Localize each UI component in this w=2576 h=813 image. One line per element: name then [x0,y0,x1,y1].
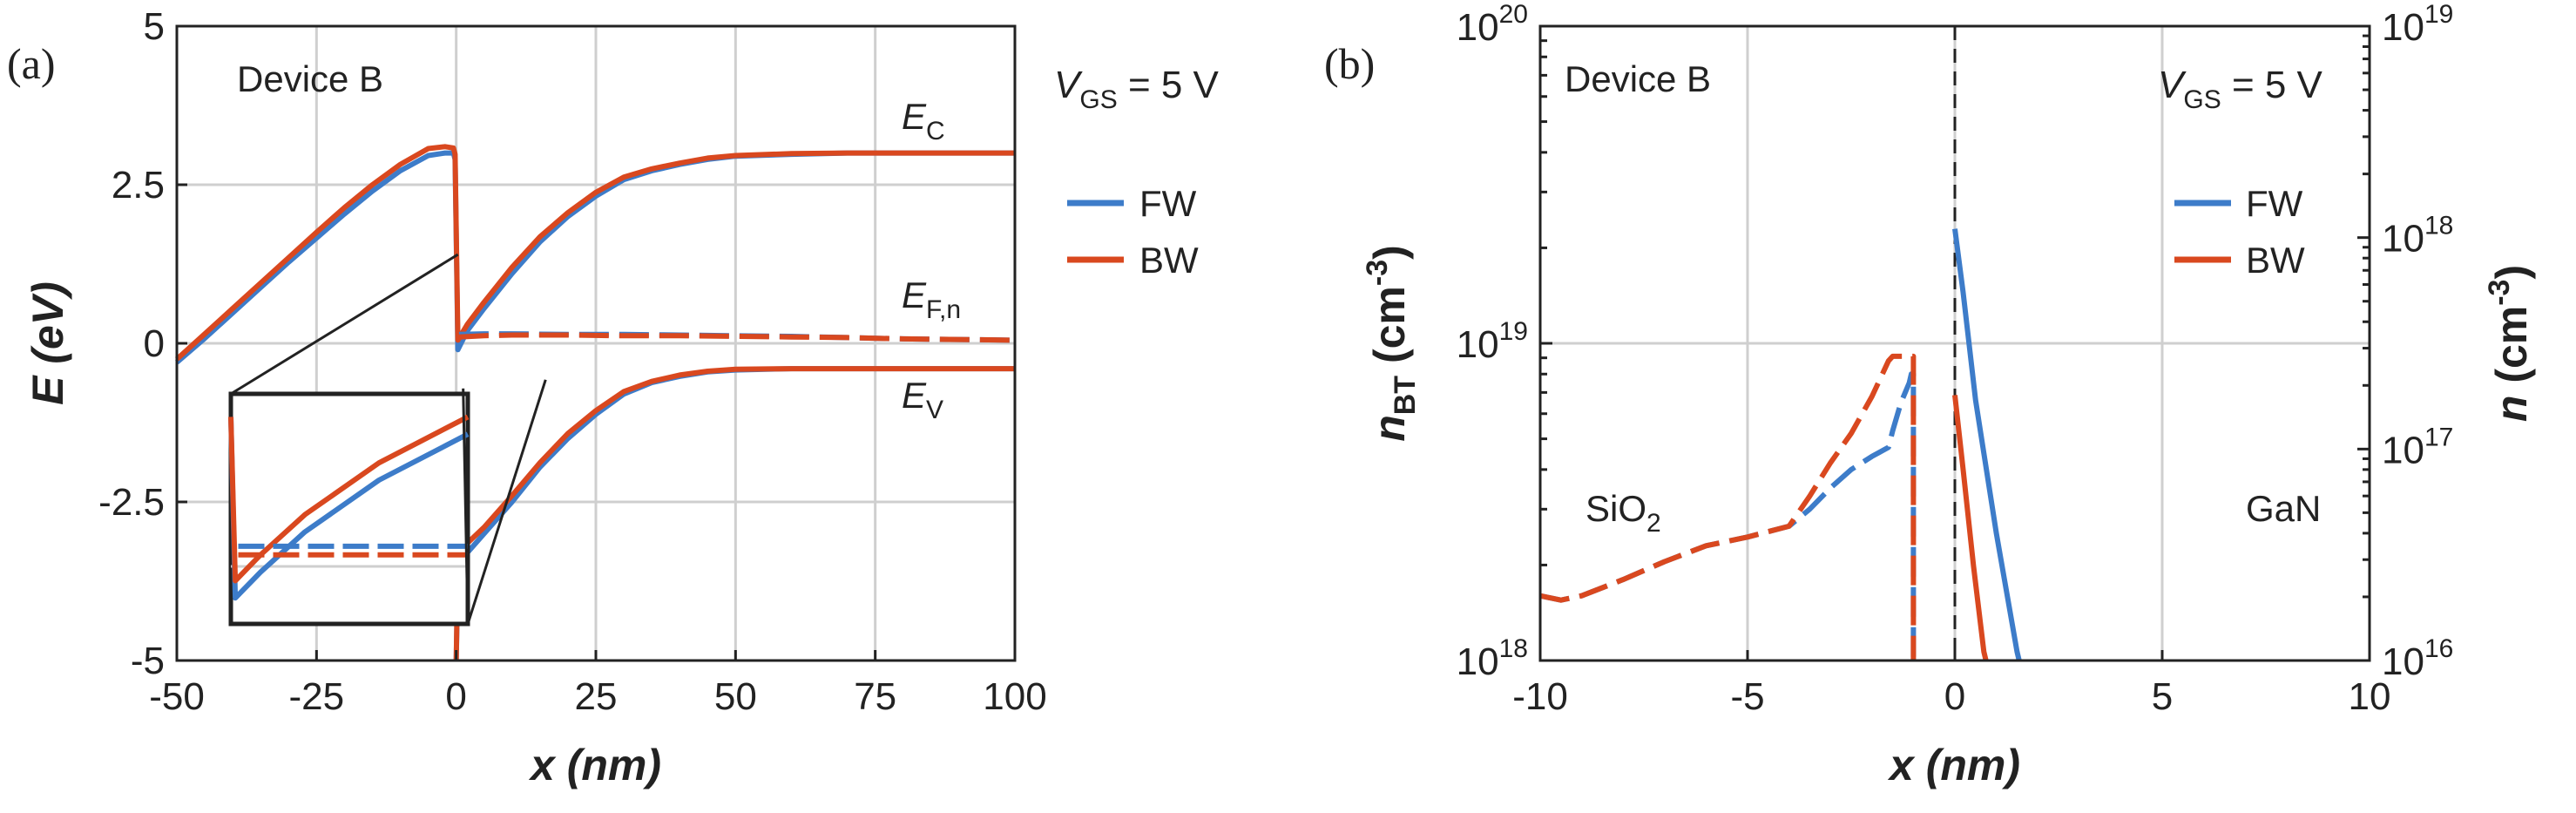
panel-a-legend-bw-label: BW [1139,240,1199,281]
panel-b-x-tick-label: 10 [2349,675,2391,718]
panel-b-right-y-tick-label: 1019 [2382,0,2453,49]
panel-a-ev-label: EV [902,375,943,424]
panel-b-right-y-tick-label: 1016 [2382,634,2453,683]
panel-b-series-bw-n [1952,395,1989,661]
panel-a-x-tick-label: -50 [149,675,205,718]
panel-b-device-label: Device B [1565,58,1711,99]
panel-b-series-bw-nbt [1539,353,1917,661]
panel-b-left-y-tick-label: 1018 [1457,634,1528,683]
panel-a-efn-symbol: E [902,274,927,315]
panel-a: (a) -50 -25 0 25 50 75 100 -5 -2.5 0 2.5 5 Device B… [7,5,1220,789]
panel-a-x-tick-label: 50 [714,675,757,718]
panel-b-left-y-tick-label: 1019 [1457,317,1528,366]
panel-b-plot-area [1539,26,2022,661]
panel-b-left-y-subscript: BT [1389,376,1422,416]
panel-a-y-tick-label: -2.5 [98,481,165,524]
panel-b-sio2-label: SiO2 [1585,488,1661,538]
panel-a-inset-frame [228,391,470,627]
panel-a-ec-subscript: C [926,117,945,146]
panel-b-vgs-subscript: GS [2183,85,2221,114]
panel-b-legend: FW BW [2174,183,2305,281]
panel-a-vgs-label: VGS = 5 V [1054,64,1220,114]
panel-b-right-y-tick-label: 1017 [2382,423,2453,471]
panel-b-right-y-unit: (cm [2487,306,2536,396]
panel-a-y-tick-label: 0 [144,322,165,365]
panel-a-device-label: Device B [237,58,383,99]
panel-a-ev-symbol: E [902,375,927,416]
panel-a-ec-symbol: E [902,96,927,137]
panel-a-ticks: -50 -25 0 25 50 75 100 -5 -2.5 0 2.5 5 [98,5,1047,718]
panel-a-inset-connector [466,379,547,625]
panel-a-ec-label: EC [902,96,945,146]
panel-a-legend-fw-label: FW [1139,183,1197,224]
panel-a-inset-series-bw [228,414,470,584]
panel-b-letter: (b) [1324,39,1375,88]
panel-a-plot-area [174,144,1016,661]
panel-a-x-tick-label: 25 [575,675,618,718]
panel-a-y-tick-label: 5 [144,5,165,48]
panel-b-sio2-text: SiO [1585,488,1646,529]
panel-b-vgs-symbol: V [2158,64,2187,106]
panel-a-series-bw-efn [458,332,1016,343]
panel-a-x-tick-label: 75 [854,675,896,718]
panel-a-x-axis-label: x (nm) [528,741,661,789]
panel-b-gan-label: GaN [2246,488,2321,529]
panel-b-x-axis-label: x (nm) [1887,741,2020,789]
panel-a-letter: (a) [7,39,56,88]
panel-b-right-y-symbol: n [2487,396,2536,423]
panel-a-series-bw-ec [174,144,1015,362]
panel-a-y-tick-label: 2.5 [112,164,165,207]
panel-b-sio2-subscript: 2 [1646,509,1661,538]
panel-a-x-tick-label: 0 [445,675,466,718]
panel-a-vgs-subscript: GS [1079,85,1117,114]
panel-a-efn-label: EF,n [902,274,961,324]
panel-b-legend-fw-label: FW [2246,183,2303,224]
panel-b-x-tick-label: -10 [1512,675,1568,718]
panel-b-left-y-unit: (cm [1365,286,1414,376]
panel-b-x-tick-label: 0 [1944,675,1965,718]
panel-a-inset-connector [230,253,459,396]
panel-a-x-tick-label: 100 [983,675,1046,718]
panel-a-inset-connector [462,388,470,625]
panel-a-x-tick-label: -25 [289,675,345,718]
panel-b-vgs-value: = 5 V [2221,64,2323,106]
panel-a-series-bw-ev [453,366,1015,661]
panel-b-vgs-label: VGS = 5 V [2158,64,2323,114]
panel-a-efn-subscript: F,n [926,295,961,324]
panel-b-right-y-close: ) [2487,265,2536,280]
panel-b-legend-bw-label: BW [2246,240,2305,281]
panel-b-ticks: -10 -5 0 5 10 1018 1019 1020 1016 1017 1018 1019 [1457,0,2454,718]
panel-b-left-y-axis-label: nBT (cm-3) [1361,245,1422,442]
panel-a-ev-subscript: V [926,396,943,424]
panel-b-x-tick-label: -5 [1730,675,1764,718]
panel-b-x-tick-label: 5 [2152,675,2173,718]
panel-b-left-y-close: ) [1365,245,1414,260]
panel-a-y-tick-label: -5 [131,640,165,682]
panel-b-right-y-axis-label: n (cm-3) [2483,265,2536,422]
panel-b: (b) -10 -5 0 5 10 1018 1019 1020 1016 1017 1018 101… [1324,0,2536,789]
panel-b-left-y-exponent: -3 [1361,260,1394,286]
panel-b-right-y-exponent: -3 [2483,280,2516,306]
panel-a-vgs-value: = 5 V [1118,64,1220,106]
panel-b-left-y-tick-label: 1020 [1457,0,1528,49]
panel-a-legend: FW BW [1067,183,1199,281]
panel-a-y-axis-label: E (eV) [24,281,72,405]
panel-b-left-y-symbol: n [1365,415,1414,442]
panel-b-series-fw-n [1952,228,2022,661]
panel-a-vgs-symbol: V [1054,64,1083,106]
panel-b-right-y-tick-label: 1018 [2382,212,2453,261]
